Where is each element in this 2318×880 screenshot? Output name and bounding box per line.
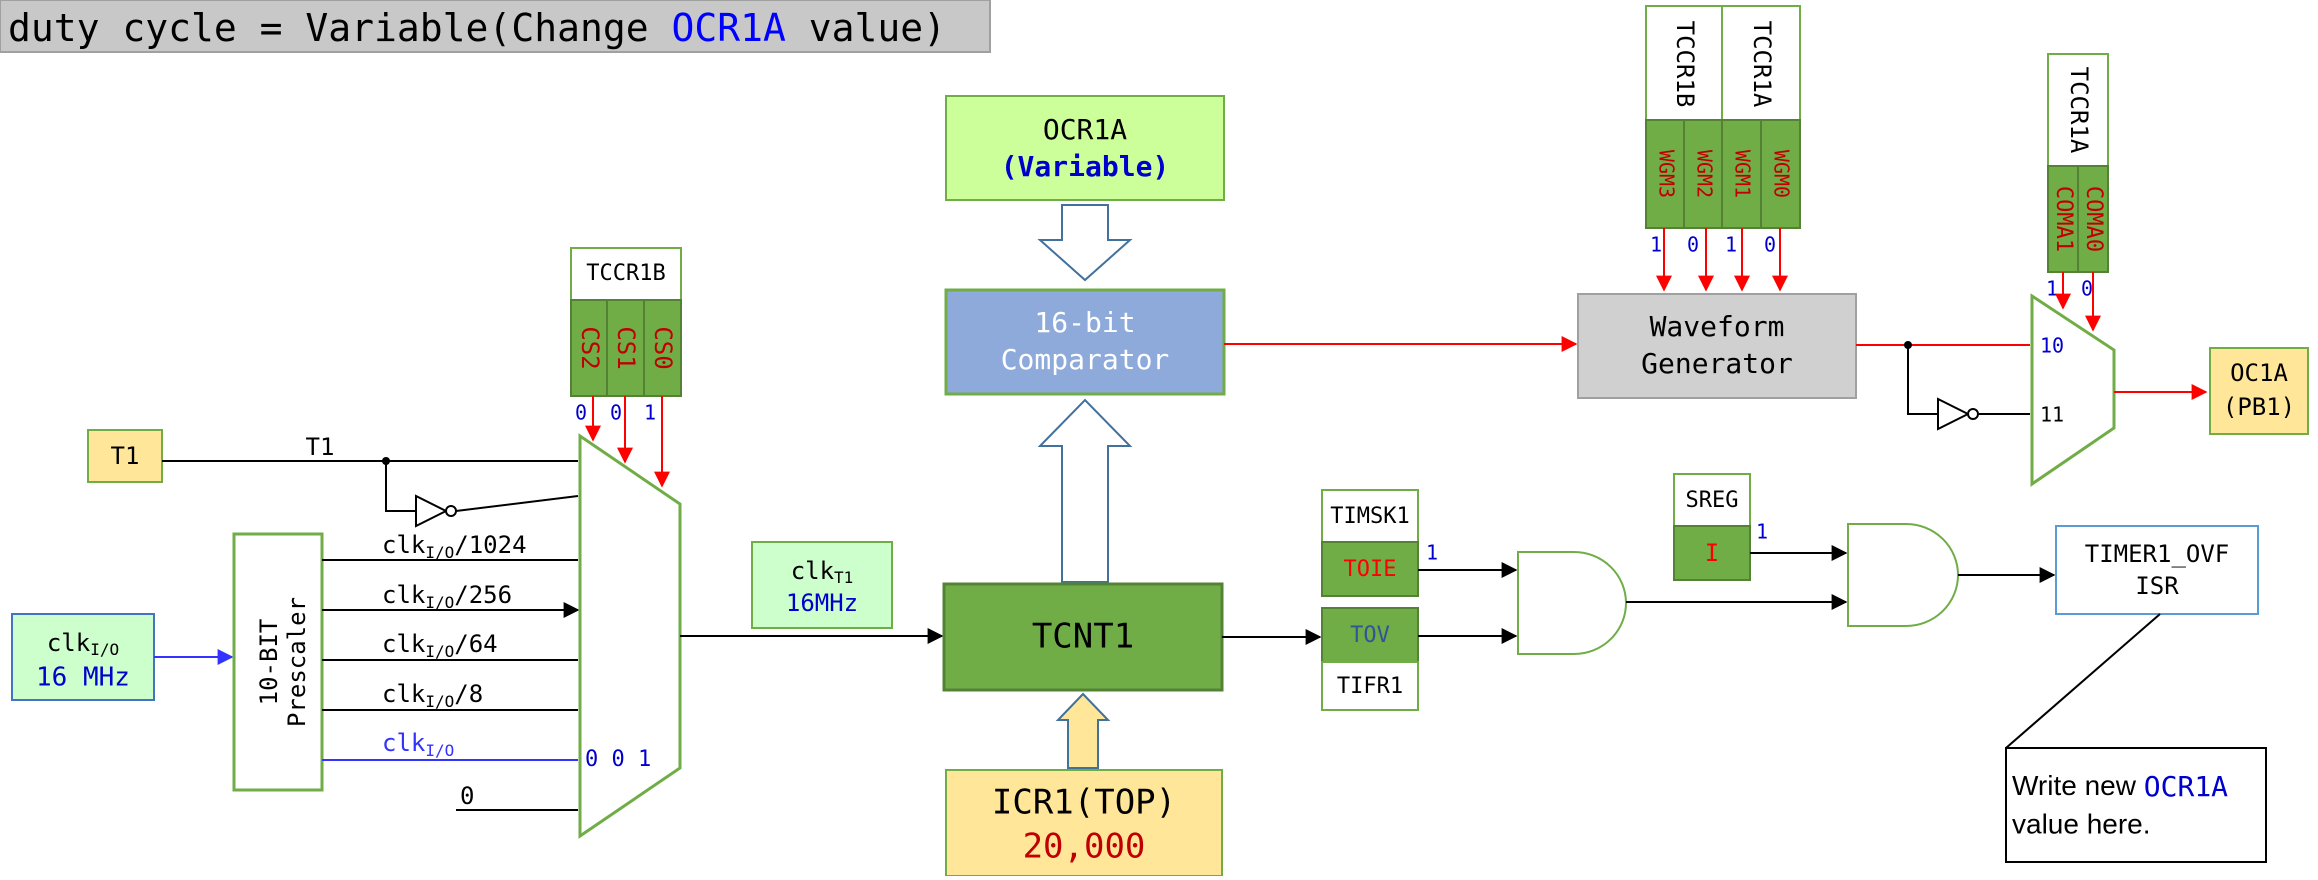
svg-text:Generator: Generator [1641, 347, 1793, 380]
svg-text:11: 11 [2040, 403, 2064, 427]
svg-text:Prescaler: Prescaler [283, 597, 311, 727]
svg-text:TOIE: TOIE [1344, 557, 1397, 582]
svg-text:T1: T1 [111, 442, 140, 470]
svg-text:TOV: TOV [1350, 623, 1390, 648]
svg-text:TCNT1: TCNT1 [1032, 617, 1134, 657]
svg-text:0: 0 [1687, 233, 1699, 257]
svg-text:ISR: ISR [2135, 572, 2179, 600]
svg-text:1: 1 [1725, 233, 1737, 257]
icr1-box: ICR1(TOP) 20,000 [945, 769, 1223, 877]
mux-select-value: 0 0 1 [585, 747, 651, 772]
svg-text:20,000: 20,000 [1023, 827, 1146, 867]
output-mux: 10 11 [2030, 293, 2116, 487]
output-inverter-icon [1937, 397, 1971, 431]
t1-input-box: T1 [87, 429, 163, 483]
down-arrow-icon [1037, 204, 1133, 282]
svg-text:clkI/O: clkI/O [47, 629, 119, 659]
svg-text:TCCR1B: TCCR1B [586, 261, 665, 286]
comparator-box: 16-bit Comparator [944, 288, 1226, 396]
svg-text:CS0: CS0 [649, 326, 677, 369]
svg-text:OCR1A: OCR1A [1043, 113, 1127, 146]
svg-text:TCCR1B: TCCR1B [1671, 21, 1699, 108]
prescaler-output-256: clkI/O/256 [382, 581, 512, 612]
tcnt1-box: TCNT1 [942, 582, 1224, 692]
inverter-icon [415, 494, 449, 528]
note-line-1: Write new OCR1A [2012, 770, 2228, 803]
svg-text:1: 1 [1756, 520, 1768, 544]
svg-text:CS1: CS1 [612, 326, 640, 369]
title-text: duty cycle = Variable(Change OCR1A value… [8, 6, 946, 50]
svg-text:16-bit: 16-bit [1034, 306, 1135, 339]
note-line-2: value here. [2012, 808, 2151, 839]
svg-text:COMA0: COMA0 [2081, 186, 2106, 252]
prescaler-output-8: clkI/O/8 [382, 680, 483, 711]
wgm-registers: TCCR1B TCCR1A WGM3 WGM2 WGM1 WGM0 1 0 1 … [1645, 5, 1801, 292]
tifr1-register: TOV TIFR1 [1321, 607, 1419, 711]
tccr1b-cs-register: TCCR1B CS2 CS1 CS0 0 0 1 [570, 247, 682, 488]
svg-text:clkT1: clkT1 [791, 557, 854, 587]
ocr1a-box: OCR1A (Variable) [945, 95, 1225, 201]
svg-text:SREG: SREG [1686, 488, 1739, 513]
svg-text:TIFR1: TIFR1 [1337, 674, 1403, 699]
prescaler-outputs: clkI/O/1024 clkI/O/256 clkI/O/64 clkI/O/… [322, 531, 580, 811]
waveform-output-wiring [1856, 341, 2030, 431]
svg-text:Waveform: Waveform [1650, 310, 1785, 343]
svg-text:TCCR1A: TCCR1A [1748, 21, 1776, 108]
svg-text:0: 0 [2081, 277, 2093, 301]
svg-text:1: 1 [1650, 233, 1662, 257]
clock-select-mux: 0 0 1 [578, 433, 682, 839]
icr1-up-arrow-icon [1055, 692, 1111, 769]
com-registers: TCCR1A COMA1 COMA0 1 0 [2046, 53, 2109, 332]
note-callout: Write new OCR1A value here. [2005, 613, 2267, 863]
and-gate-2 [1847, 523, 1959, 627]
svg-text:T1: T1 [306, 433, 335, 461]
waveform-generator-box: Waveform Generator [1577, 293, 1857, 399]
prescaler-box: 10-BIT Prescaler [232, 532, 324, 792]
title-bar: duty cycle = Variable(Change OCR1A value… [0, 0, 991, 53]
svg-text:1: 1 [1426, 541, 1438, 565]
svg-text:WGM3: WGM3 [1655, 150, 1679, 198]
svg-text:WGM2: WGM2 [1693, 150, 1717, 198]
svg-text:Comparator: Comparator [1001, 343, 1170, 376]
svg-text:(Variable): (Variable) [1001, 150, 1170, 183]
clkt1-box: clkT1 16MHz [751, 541, 893, 629]
and-gate-1 [1517, 551, 1627, 655]
svg-text:TIMSK1: TIMSK1 [1330, 504, 1409, 529]
t1-wire: T1 [162, 433, 579, 528]
svg-text:10-BIT: 10-BIT [255, 619, 283, 706]
sreg-register: SREG I 1 [1673, 473, 1768, 581]
zero-input-label: 0 [460, 782, 474, 810]
svg-text:TCCR1A: TCCR1A [2065, 67, 2093, 154]
up-arrow-icon [1037, 398, 1133, 583]
svg-text:0: 0 [1764, 233, 1776, 257]
svg-text:WGM0: WGM0 [1770, 150, 1794, 198]
timsk1-register: TIMSK1 TOIE 1 [1321, 489, 1438, 597]
svg-text:WGM1: WGM1 [1731, 150, 1755, 198]
svg-text:16MHz: 16MHz [786, 589, 858, 617]
svg-text:1: 1 [644, 401, 656, 425]
svg-text:COMA1: COMA1 [2051, 186, 2076, 252]
prescaler-output-clkio: clkI/O [382, 729, 454, 760]
prescaler-output-1024: clkI/O/1024 [382, 531, 527, 562]
svg-text:16 MHz: 16 MHz [36, 663, 130, 693]
oc1a-pin-box: OC1A (PB1) [2209, 347, 2309, 435]
svg-text:0: 0 [575, 401, 587, 425]
svg-text:CS2: CS2 [576, 326, 604, 369]
svg-text:OC1A: OC1A [2230, 359, 2288, 387]
svg-text:TIMER1_OVF: TIMER1_OVF [2085, 540, 2230, 568]
clkio-source-box: clkI/O 16 MHz [11, 613, 155, 701]
timer1-ovf-isr-box: TIMER1_OVF ISR [2055, 525, 2259, 615]
prescaler-output-64: clkI/O/64 [382, 630, 498, 661]
svg-text:I: I [1705, 539, 1719, 567]
svg-text:0: 0 [610, 401, 622, 425]
svg-text:(PB1): (PB1) [2223, 393, 2295, 421]
svg-text:1: 1 [2046, 277, 2058, 301]
svg-text:ICR1(TOP): ICR1(TOP) [992, 783, 1176, 823]
svg-text:10: 10 [2040, 334, 2064, 358]
